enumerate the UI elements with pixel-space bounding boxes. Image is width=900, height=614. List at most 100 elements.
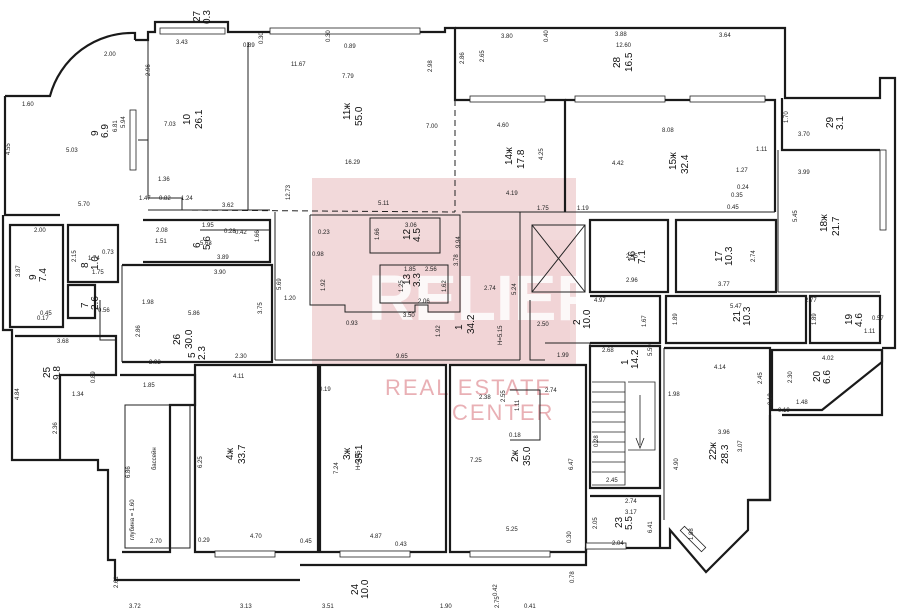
room-area: 17.8 (516, 149, 527, 169)
dimension-label: 0.57 (872, 316, 884, 322)
dimension-label: 2.77 (805, 298, 817, 304)
dimension-label: 5.24 (512, 283, 518, 295)
dimension-label: 5.86 (188, 311, 200, 317)
dimension-label: 1.90 (440, 604, 452, 610)
window-icon (159, 27, 226, 35)
room-area: 2.3 (197, 346, 208, 360)
dimension-label: 0.30 (259, 32, 265, 44)
room-area: 6.6 (822, 370, 833, 384)
dimension-label: 2.56 (425, 267, 437, 273)
dimension-label: 0.42 (493, 584, 499, 596)
dimension-label: 2.68 (602, 348, 614, 354)
dimension-label: 3.70 (798, 132, 810, 138)
dimension-label: 7.79 (342, 74, 354, 80)
dimension-label: 4.97 (594, 298, 606, 304)
dimension-label: 1.51 (155, 239, 167, 245)
window-icon (469, 95, 546, 103)
dimension-label: 2.45 (606, 478, 618, 484)
dimension-label: 1.48 (796, 400, 808, 406)
dimension-label: 11.67 (291, 62, 306, 68)
dimension-label: 1.66 (375, 228, 381, 240)
dimension-label: 3.90 (214, 270, 226, 276)
room-area: 10.0 (582, 309, 593, 329)
room-area: 3.3 (412, 273, 423, 287)
room-area: 5.5 (624, 516, 635, 530)
window-icon (879, 149, 887, 231)
interior-walls (8, 40, 884, 554)
window-icon (574, 95, 666, 103)
watermark-line1: REAL ESTATE (385, 375, 552, 400)
dimension-label: 1.70 (784, 111, 790, 123)
dimension-label: 1.36 (158, 177, 170, 183)
dimension-label: 5.63 (200, 241, 212, 247)
dimension-label: 3.72 (129, 604, 141, 610)
dimension-label: 12.73 (286, 184, 292, 200)
room-area: 26.1 (194, 109, 205, 129)
dimension-label: 6.47 (569, 458, 575, 470)
dimension-label: 0.35 (731, 193, 743, 199)
dimension-label: 1.11 (515, 399, 521, 411)
dimension-label: 1.66 (255, 230, 261, 242)
dimension-label: 3.17 (625, 510, 637, 516)
window-icon (469, 550, 551, 558)
dimension-label: 2.70 (150, 539, 162, 545)
dimension-label: 2.74 (751, 250, 757, 262)
dimension-label: 1.99 (557, 353, 569, 359)
room-area: 0.3 (202, 10, 213, 24)
dimension-label: 1.19 (577, 206, 589, 212)
room-area: 10.3 (742, 306, 753, 326)
dimension-label: 1.98 (142, 300, 154, 306)
dimension-label: 1.47 (139, 196, 151, 202)
misc-labels: бассейн глубина = 1.60 H=3.45 H=5.15 (130, 325, 504, 540)
dimension-label: 1.25 (399, 280, 405, 292)
dimension-label: 1.67 (642, 315, 648, 327)
dimension-label: 0.43 (395, 542, 407, 548)
room-area: 3.1 (835, 116, 846, 130)
room-area: 30.0 (184, 329, 195, 349)
room-area: 28.3 (720, 444, 731, 464)
window-icon (214, 550, 276, 558)
room-number: 7 (80, 302, 91, 308)
dimension-label: 5.25 (506, 527, 518, 533)
dimension-label: 1.20 (284, 296, 296, 302)
room-number: 13 (402, 273, 413, 285)
dimension-label: 0.78 (570, 571, 576, 583)
height-label: H=3.45 (356, 450, 362, 470)
dimension-label: 6.25 (198, 456, 204, 468)
room-number: 18ж (819, 214, 830, 232)
dimension-label: 2.86 (136, 325, 142, 337)
dimension-label: 0.82 (159, 196, 171, 202)
stairs-icon (592, 381, 656, 486)
room-number: 3ж (342, 447, 353, 460)
dimension-label: 9.94 (456, 236, 462, 248)
room-number: 21 (732, 310, 743, 322)
dimension-label: 2.00 (104, 52, 116, 58)
room-area: 34.2 (466, 314, 477, 334)
dimension-label: 3.89 (217, 255, 229, 261)
dimension-label: 3.06 (405, 223, 417, 229)
dimension-label: 0.42 (235, 230, 247, 236)
dimension-label: 3.13 (240, 604, 252, 610)
dimension-label: 4.11 (233, 374, 245, 380)
room-labels: 10 26.1 11ж 55.0 12 4.5 13 3.3 14ж 17.8 … (28, 10, 865, 599)
room-number: 6 (192, 242, 203, 248)
watermark-main: RELIEF (368, 262, 596, 334)
dimension-label: 0.41 (524, 604, 536, 610)
dimension-label: 0.19 (319, 387, 331, 393)
room-number: 24 (350, 583, 361, 595)
dimension-label: 0.89 (344, 44, 356, 50)
room-number: 4ж (225, 447, 236, 460)
dimension-label: 3.50 (403, 313, 415, 319)
dimension-label: 6.41 (648, 521, 654, 533)
dimension-label: 3.07 (738, 440, 744, 452)
dimension-label: 1.60 (22, 102, 34, 108)
pool-label: бассейн (151, 447, 158, 470)
room-area: 5.6 (202, 236, 213, 250)
dimension-label: 0.17 (37, 316, 49, 322)
room-area: 1.0 (90, 256, 101, 270)
window-icon (679, 525, 707, 553)
dimension-label: 0.93 (346, 321, 358, 327)
room-area: 10.0 (360, 579, 371, 599)
